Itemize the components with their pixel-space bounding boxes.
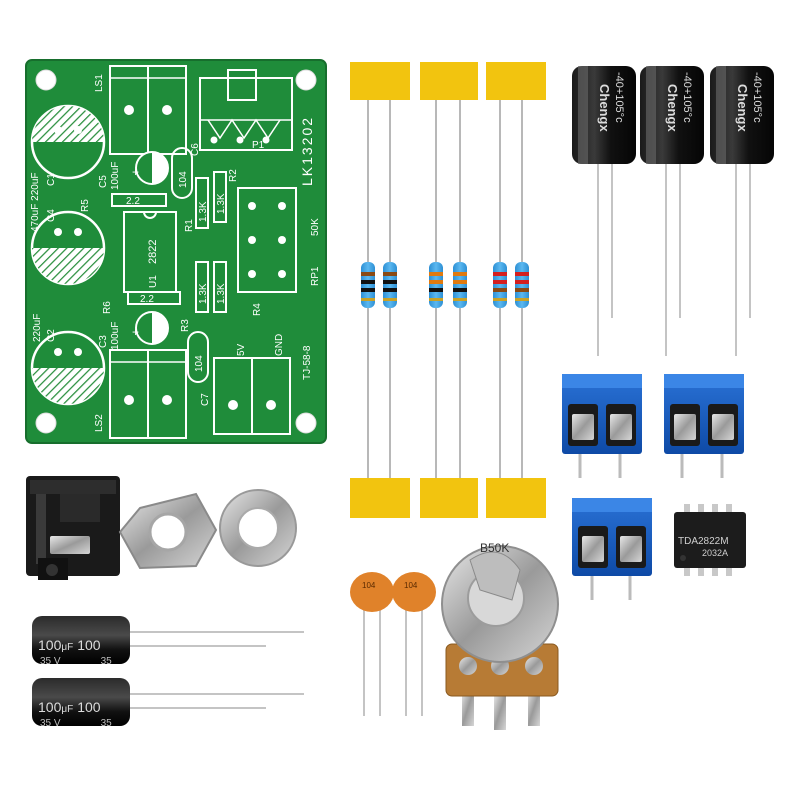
cap-footprint-c3 bbox=[135, 311, 169, 345]
ic-marking-2: 2032A bbox=[702, 548, 728, 558]
res-footprint-r1 bbox=[195, 177, 209, 229]
silk-5v: 5V bbox=[236, 343, 247, 356]
silk-c5: C5 bbox=[98, 175, 109, 188]
silk-p1: P1 bbox=[252, 140, 265, 151]
screw-terminal bbox=[562, 374, 642, 478]
silk-ls1: LS1 bbox=[94, 74, 105, 92]
ceramic-capacitor: 104 bbox=[392, 572, 436, 716]
cap-footprint-c4 bbox=[30, 210, 106, 286]
resistor bbox=[429, 262, 443, 308]
resistor bbox=[515, 262, 529, 308]
cap-footprint-c2 bbox=[30, 330, 106, 406]
ic-chip: TDA2822M 2032A bbox=[674, 504, 746, 576]
silk-r1: R1 bbox=[184, 219, 195, 232]
cap-brand: Chengx bbox=[735, 84, 750, 132]
ic-marking-1: TDA2822M bbox=[678, 536, 729, 547]
ceramic-cap-value: 104 bbox=[362, 581, 376, 590]
silk-rp1: RP1 bbox=[310, 266, 321, 286]
resistor bbox=[453, 262, 467, 308]
jack-footprint-p1 bbox=[199, 69, 293, 151]
silk-r3: R3 bbox=[180, 319, 191, 332]
ceramic-capacitor: 104 bbox=[350, 572, 394, 716]
res-footprint-r6 bbox=[127, 291, 181, 305]
electrolytic-capacitor-large: Chengx -40+105°c bbox=[710, 66, 774, 356]
pot-label: B50K bbox=[480, 541, 509, 555]
silk-c4: C4 bbox=[46, 209, 57, 222]
cap-footprint-c1 bbox=[30, 104, 106, 180]
silk-plus-c3: + bbox=[132, 325, 139, 339]
washer bbox=[219, 489, 297, 567]
cap-brand: Chengx bbox=[597, 84, 612, 132]
mount-hole bbox=[35, 412, 57, 434]
silk-r2-value: 1.3K bbox=[216, 193, 227, 214]
silk-gnd: GND bbox=[274, 334, 285, 356]
silk-r5: R5 bbox=[80, 199, 91, 212]
silk-pot-value: 50K bbox=[310, 218, 321, 236]
potentiometer: B50K bbox=[441, 541, 559, 730]
silk-c6-value: 104 bbox=[178, 171, 189, 188]
silk-c7-value: 104 bbox=[194, 355, 205, 372]
silk-r3-value: 1.3K bbox=[198, 283, 209, 304]
screw-terminal bbox=[664, 374, 744, 478]
silk-c5-value: 100uF bbox=[110, 162, 121, 190]
cap-footprint-c5 bbox=[135, 151, 169, 185]
silk-r6: R6 bbox=[102, 301, 113, 314]
silk-c1c4-values: 470uF 220uF bbox=[30, 173, 41, 233]
silk-ic-value: 2822 bbox=[147, 240, 159, 264]
cap-rating: -40+105°c bbox=[681, 72, 693, 123]
res-footprint-r5 bbox=[111, 193, 167, 207]
silk-r-top-value: 2.2 bbox=[126, 196, 140, 207]
cap-rating: -40+105°c bbox=[613, 72, 625, 123]
resistor bbox=[383, 262, 397, 308]
hex-nut bbox=[118, 492, 218, 570]
cap-footprint-c7 bbox=[187, 331, 209, 383]
res-footprint-r3 bbox=[195, 261, 209, 313]
pcb-board: LS1 LS2 470uF 220uF C1 C4 R5 220uF C2 R6… bbox=[25, 59, 327, 444]
mount-hole bbox=[295, 412, 317, 434]
silk-plus-c5: + bbox=[132, 165, 139, 179]
mount-hole bbox=[295, 69, 317, 91]
terminal-footprint-ls2 bbox=[109, 349, 187, 439]
electrolytic-capacitor-large: Chengx -40+105°c bbox=[640, 66, 704, 356]
silk-c6: C6 bbox=[190, 143, 201, 156]
silk-c2-value: 220uF bbox=[32, 314, 43, 342]
res-footprint-r4 bbox=[213, 261, 227, 313]
mount-hole bbox=[35, 69, 57, 91]
screw-terminal bbox=[572, 498, 652, 600]
silk-c3: C3 bbox=[98, 335, 109, 348]
silk-r4: R4 bbox=[252, 303, 263, 316]
res-footprint-r2 bbox=[213, 171, 227, 223]
silk-r4-value: 1.3K bbox=[216, 283, 227, 304]
cap-brand: Chengx bbox=[665, 84, 680, 132]
resistor bbox=[493, 262, 507, 308]
ceramic-cap-value: 104 bbox=[404, 581, 418, 590]
silk-ls2: LS2 bbox=[94, 414, 105, 432]
silk-version: TJ-58-8 bbox=[302, 345, 313, 380]
silk-r-bottom-value: 2.2 bbox=[140, 294, 154, 305]
resistor-tape bbox=[350, 62, 546, 518]
electrolytic-capacitor-large: Chengx -40+105°c bbox=[572, 66, 636, 356]
silk-c3-value: 100uF bbox=[110, 322, 121, 350]
pot-footprint-rp1 bbox=[237, 187, 297, 293]
silk-c2: C2 bbox=[46, 329, 57, 342]
silk-c1: C1 bbox=[46, 173, 57, 186]
silk-board-id: LK13202 bbox=[299, 116, 315, 186]
resistor bbox=[361, 262, 375, 308]
silk-c7: C7 bbox=[200, 393, 211, 406]
silk-u1: U1 bbox=[148, 275, 159, 288]
cap-footprint-c6 bbox=[171, 147, 193, 199]
audio-jack bbox=[26, 476, 120, 580]
silk-r1-value: 1.3K bbox=[198, 201, 209, 222]
silk-r2: R2 bbox=[228, 169, 239, 182]
terminal-footprint-power bbox=[213, 357, 291, 435]
cap-rating: -40+105°c bbox=[751, 72, 763, 123]
